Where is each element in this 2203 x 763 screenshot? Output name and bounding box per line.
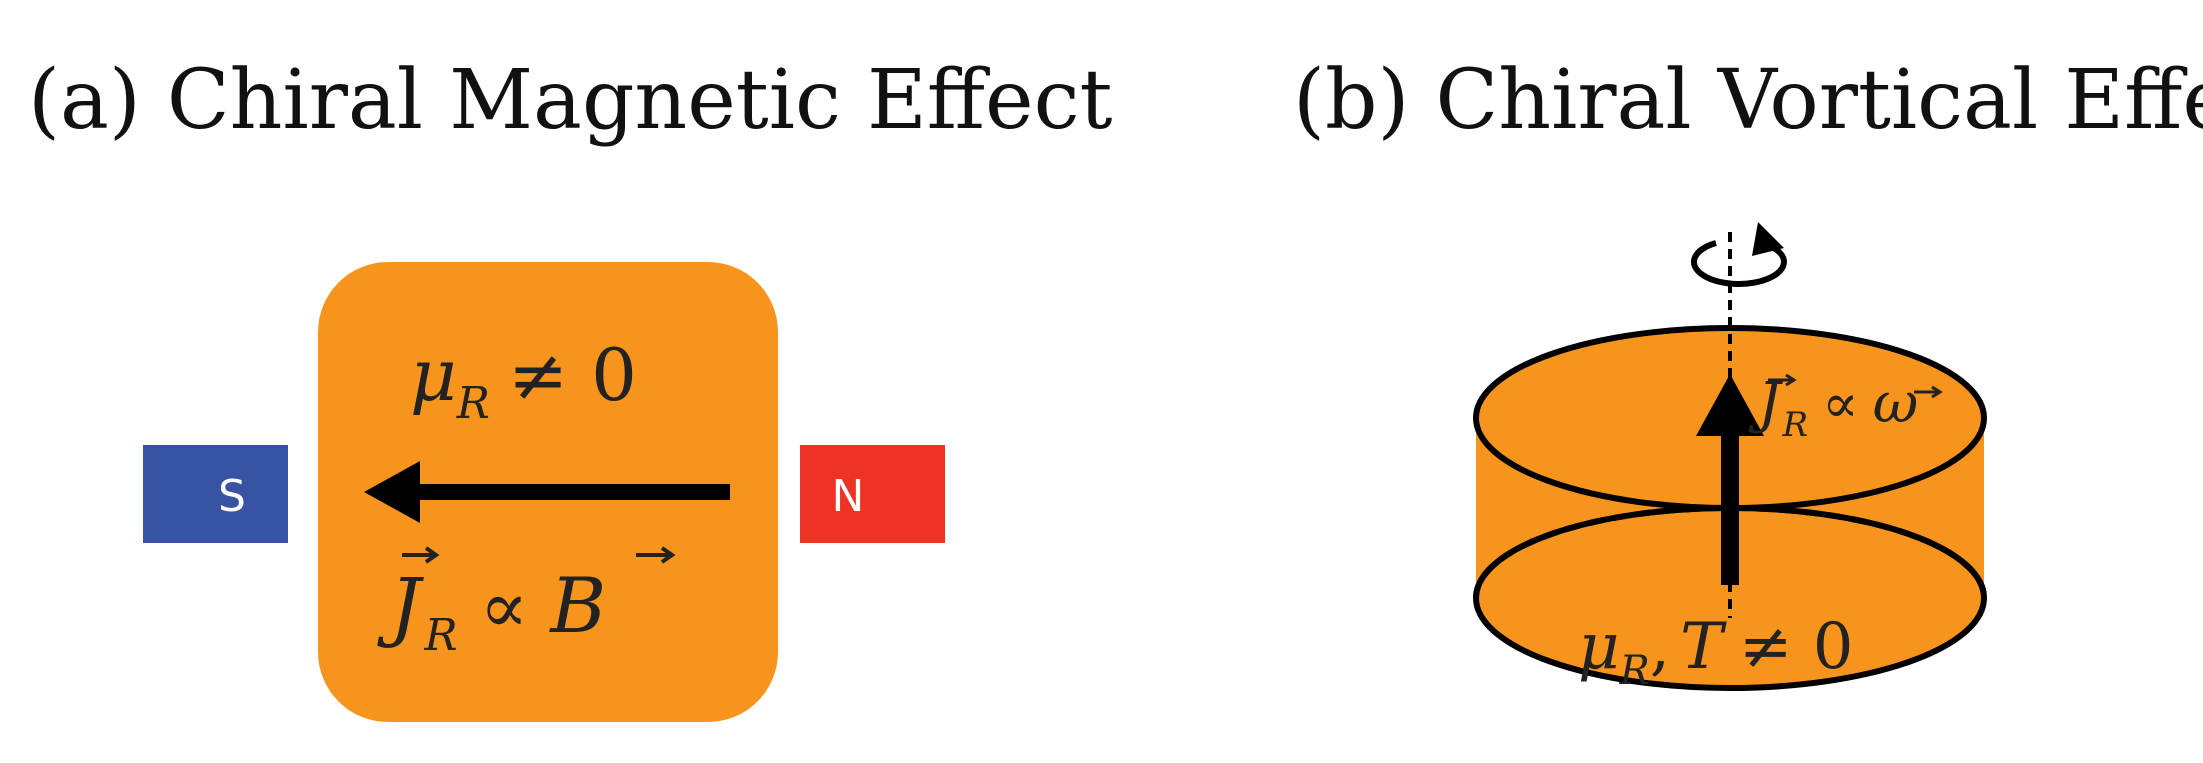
panel-a-condition: μR≠ 0 — [410, 333, 637, 429]
south-pole-label: S — [218, 471, 246, 522]
rotation-arrow-icon — [1691, 222, 1787, 287]
panel-b-condition: μR,T≠ 0 — [1578, 610, 1853, 694]
south-magnet: S — [143, 445, 288, 543]
panel-a: (a) Chiral Magnetic Effect S N μR≠ 0 JR∝… — [28, 53, 1113, 722]
vector-arrow-icon — [402, 546, 676, 564]
panel-b-title: (b) Chiral Vortical Effect — [1293, 53, 2203, 148]
north-magnet: N — [800, 445, 945, 543]
current-arrow — [364, 461, 730, 523]
panel-a-title: (a) Chiral Magnetic Effect — [28, 53, 1113, 148]
vortical-current-arrow — [1696, 374, 1764, 585]
svg-text:JR∝B: JR∝B — [377, 561, 606, 661]
svg-text:JR∝ω: JR∝ω — [1748, 371, 1918, 445]
north-pole-label: N — [832, 471, 865, 522]
panel-b-current-relation: JR∝ω — [1748, 371, 1943, 445]
panel-b: (b) Chiral Vortical Effect JR∝ω — [1293, 53, 2203, 694]
